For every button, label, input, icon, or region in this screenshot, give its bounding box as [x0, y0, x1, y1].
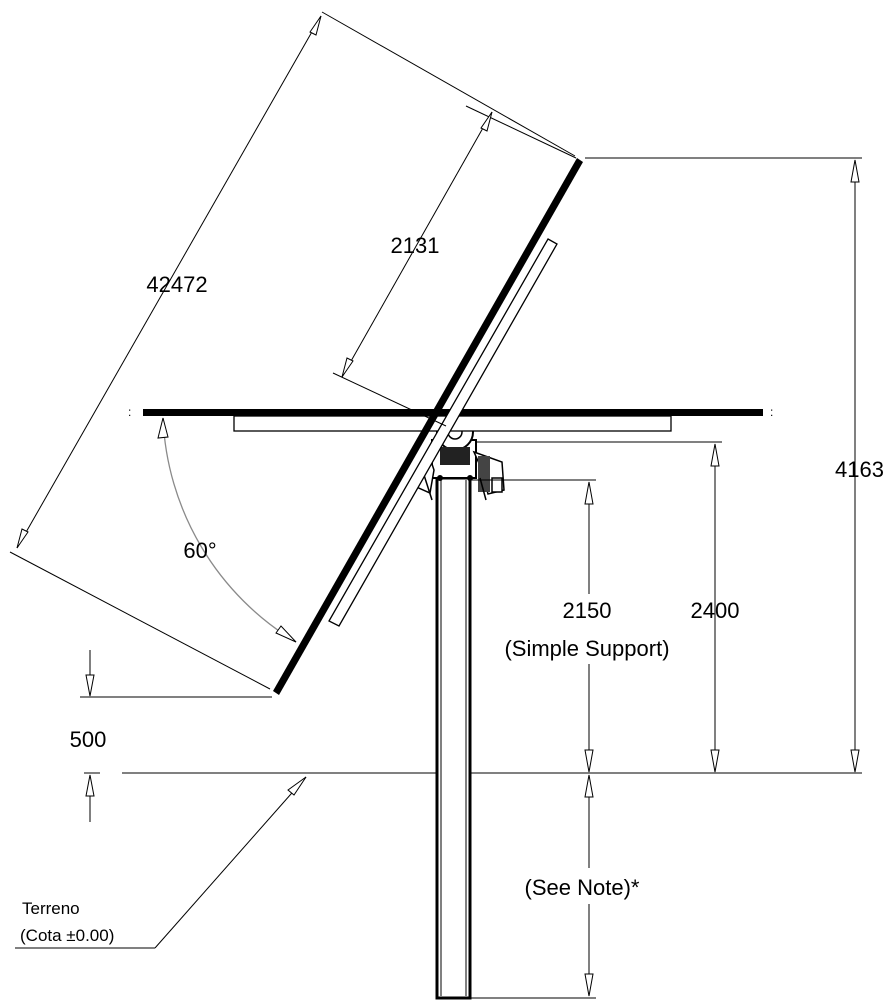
- dim-2150: [470, 479, 596, 773]
- dim-500: [80, 650, 272, 822]
- dim-label-2400: 2400: [691, 598, 740, 623]
- dim-see-note: [470, 774, 596, 999]
- post: [435, 476, 472, 1000]
- dim-label-42472: 42472: [146, 272, 207, 297]
- ground-label-title: Terreno: [22, 899, 80, 918]
- dim-label-simple-support: (Simple Support): [504, 636, 669, 661]
- dim-label-2150: 2150: [563, 598, 612, 623]
- svg-text::: :: [128, 405, 131, 419]
- dim-label-60-degrees: 60°: [183, 538, 216, 563]
- dim-42472: [9, 11, 576, 690]
- panel-tilted: [273, 158, 583, 695]
- ground-leader: [15, 776, 307, 949]
- dim-2131: [332, 105, 577, 427]
- angle-60: [157, 417, 297, 643]
- svg-text::: :: [770, 405, 773, 419]
- dim-label-500: 500: [70, 727, 107, 752]
- dim-4163: [585, 157, 862, 773]
- dim-label-2131: 2131: [391, 233, 440, 258]
- ground-label-elevation: (Cota ±0.00): [20, 926, 114, 945]
- dim-label-4163: 4163: [835, 457, 884, 482]
- dim-2400: [477, 441, 722, 773]
- dim-label-see-note: (See Note)*: [525, 875, 640, 900]
